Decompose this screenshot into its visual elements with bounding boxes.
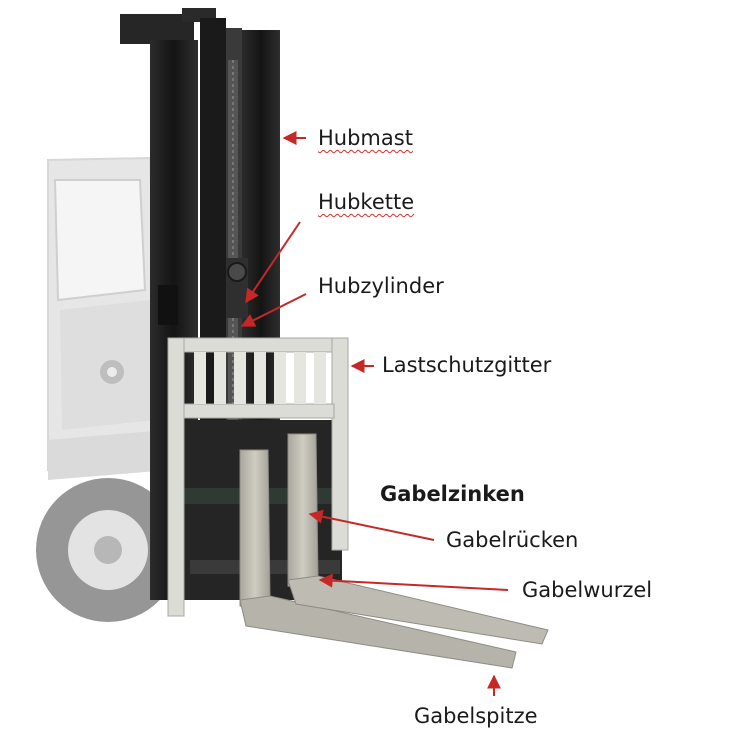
label-hubmast: Hubmast (318, 126, 413, 150)
label-gabelzinken: Gabelzinken (380, 482, 525, 506)
label-lastschutzgitter: Lastschutzgitter (382, 353, 552, 377)
label-hubzylinder: Hubzylinder (318, 274, 444, 298)
arrow-gabelruecken (308, 509, 435, 541)
label-gabelspitze: Gabelspitze (414, 704, 538, 728)
load-backrest (167, 337, 349, 617)
wheel (36, 478, 180, 622)
arrow-hubkette (245, 221, 301, 304)
label-hubkette: Hubkette (318, 190, 415, 214)
lift-chain (228, 60, 238, 450)
label-gabelwurzel: Gabelwurzel (522, 578, 653, 602)
arrow-gabelwurzel (318, 573, 509, 591)
label-gabelruecken: Gabelrücken (446, 528, 579, 552)
arrow-hubzylinder (240, 293, 307, 327)
lift-cylinder (226, 258, 248, 318)
truck-body (47, 156, 170, 480)
callout-arrows (240, 131, 509, 696)
fork-tines (239, 433, 549, 669)
